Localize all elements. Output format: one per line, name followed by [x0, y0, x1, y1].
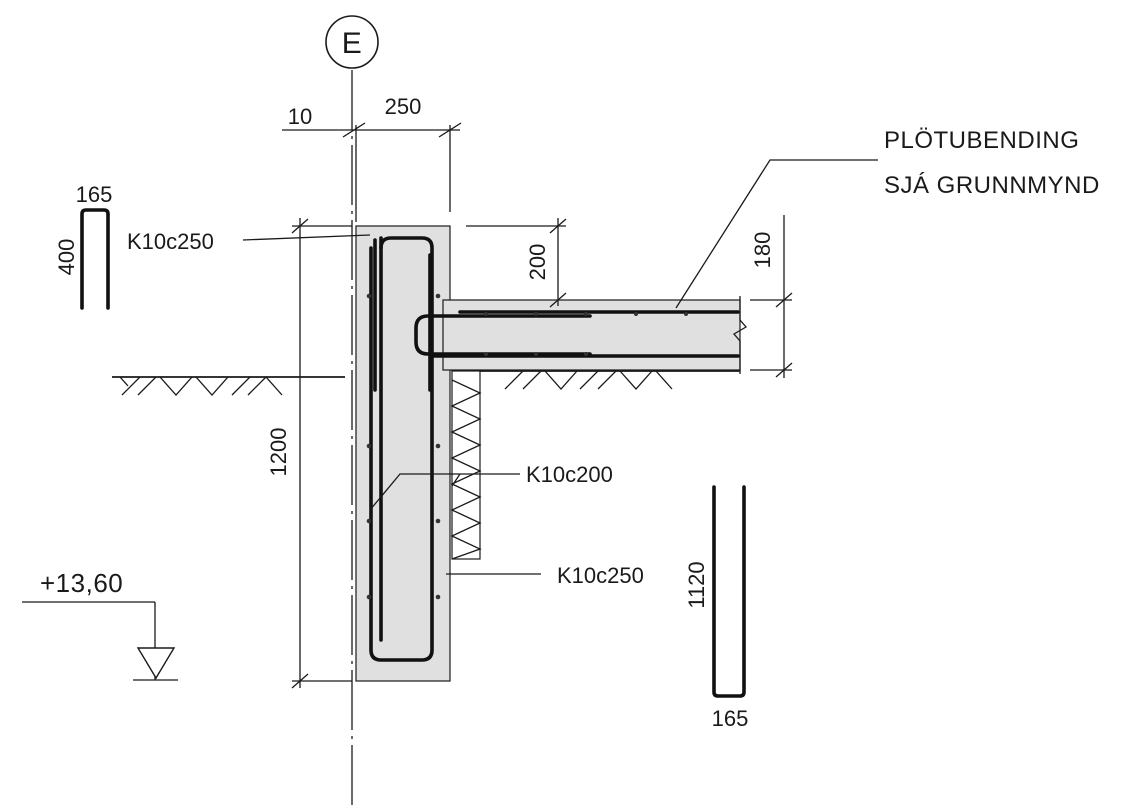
top-dimensions: 10 250	[282, 94, 462, 222]
grid-axis: E	[325, 15, 379, 810]
bar-small-height: 400	[54, 239, 79, 276]
rebar-stirrup-label: K10c200	[526, 462, 613, 487]
dim-180: 180	[750, 215, 793, 378]
rebar-outer-label: K10c250	[127, 229, 214, 254]
dim-upper-extent: 200	[525, 244, 550, 281]
plate-callout: PLÖTUBENDING SJÁ GRUNNMYND	[675, 127, 1100, 309]
bar-shape-small: 165 400	[54, 182, 113, 310]
insulation	[450, 370, 482, 560]
plate-title-line2: SJÁ GRUNNMYND	[884, 172, 1100, 199]
rebar-callouts: K10c250 K10c200 K10c250	[127, 229, 644, 588]
bar-shape-large: 165 1120	[684, 485, 749, 731]
dim-1200: 1200	[266, 218, 352, 689]
ground-right	[480, 370, 740, 390]
dim-200: 200	[466, 218, 567, 308]
bar-large-height: 1120	[684, 561, 709, 608]
grid-label: E	[342, 27, 363, 60]
elevation-marker: +13,60	[22, 568, 178, 681]
ground-left	[112, 376, 345, 396]
dim-wall-height: 1200	[266, 428, 291, 477]
grid-bubble	[325, 15, 379, 69]
rebar-inner-label: K10c250	[557, 563, 644, 588]
bar-small-width: 165	[76, 182, 113, 207]
bar-large-width: 165	[712, 706, 749, 731]
elevation-label: +13,60	[40, 568, 123, 598]
dim-edge-offset: 10	[288, 104, 312, 129]
rebar-dots	[366, 293, 688, 600]
dim-slab-thickness: 180	[750, 232, 775, 269]
plate-title-line1: PLÖTUBENDING	[884, 127, 1079, 154]
dim-wall-thickness: 250	[385, 94, 422, 119]
rebar-wall	[369, 236, 434, 662]
slab-break-line	[732, 296, 748, 374]
rebar-slab	[414, 310, 740, 358]
